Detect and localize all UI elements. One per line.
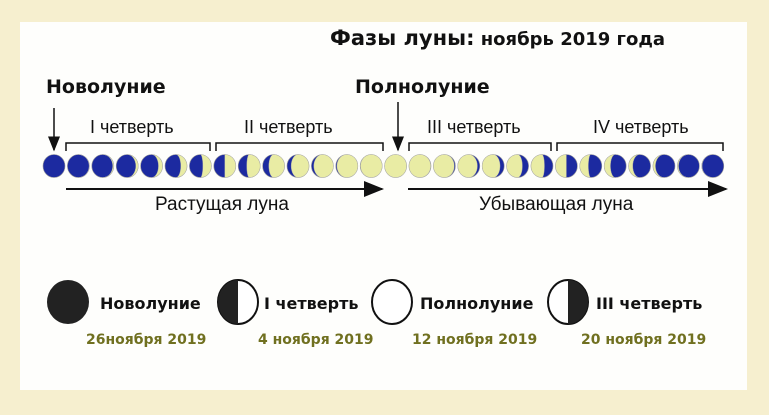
moon-phase-22 [555,154,578,178]
moon-phase-13 [335,154,359,178]
moon-phase-25 [628,154,651,178]
moon-phase-6 [164,154,188,178]
moon-phase-28 [701,154,725,178]
moon-phase-3 [91,154,115,178]
moon-phase-9 [237,154,261,178]
moon-phase-7 [189,154,212,178]
legend-date-full-moon: 12 ноября 2019 [412,332,538,348]
quarter-3-label: III четверть [427,117,521,137]
quarter-2-bracket [215,142,384,151]
waxing-moon-label: Растущая луна [155,194,289,215]
third-quarter-icon [547,279,589,325]
moon-phase-26 [652,154,676,178]
page-title: Фазы луны: ноябрь 2019 года [330,26,665,50]
quarter-1-bracket [65,142,211,151]
legend-label-third-quarter: III четверть [596,294,703,313]
moon-phase-14 [359,154,383,178]
legend-label-full-moon: Полнолуние [420,294,534,313]
moon-phase-27 [677,154,700,178]
moon-phase-4 [115,154,139,178]
moon-phase-12 [311,154,334,178]
full-moon-icon [371,279,413,325]
moon-phase-20 [506,154,529,178]
title-sub: ноябрь 2019 года [474,29,666,50]
moon-phase-8 [213,154,237,178]
quarter-4-label: IV четверть [593,117,689,137]
moon-phase-17 [433,154,456,178]
moon-phase-11 [286,154,310,178]
diagram-card [20,22,747,390]
quarter-3-bracket [408,142,552,151]
waning-moon-label: Убывающая луна [479,194,634,215]
quarter-4-bracket [556,142,724,151]
moon-phase-21 [530,154,554,178]
legend-label-first-quarter: I четверть [264,294,359,313]
first-quarter-icon [217,279,259,325]
moon-phase-15 [384,154,407,178]
legend-date-first-quarter: 4 ноября 2019 [258,332,374,348]
label-new-moon: Новолуние [46,76,166,98]
legend-label-new-moon: Новолуние [100,294,201,313]
moon-phase-2 [67,154,90,178]
moon-phase-16 [408,154,432,178]
quarter-1-label: I четверть [90,117,174,137]
moon-phase-23 [579,154,603,178]
quarter-2-label: II четверть [244,117,333,137]
moon-phase-10 [262,154,285,178]
moon-phase-18 [457,154,481,178]
label-full-moon: Полнолуние [355,76,490,98]
title-main: Фазы луны: [330,26,475,50]
legend-date-new-moon: 26ноября 2019 [86,332,207,348]
legend-date-third-quarter: 20 ноября 2019 [581,332,707,348]
moon-phase-1 [42,154,66,178]
new-moon-icon [47,280,89,324]
moon-phase-24 [603,154,627,178]
moon-phase-19 [481,154,505,178]
moon-phase-5 [140,154,163,178]
